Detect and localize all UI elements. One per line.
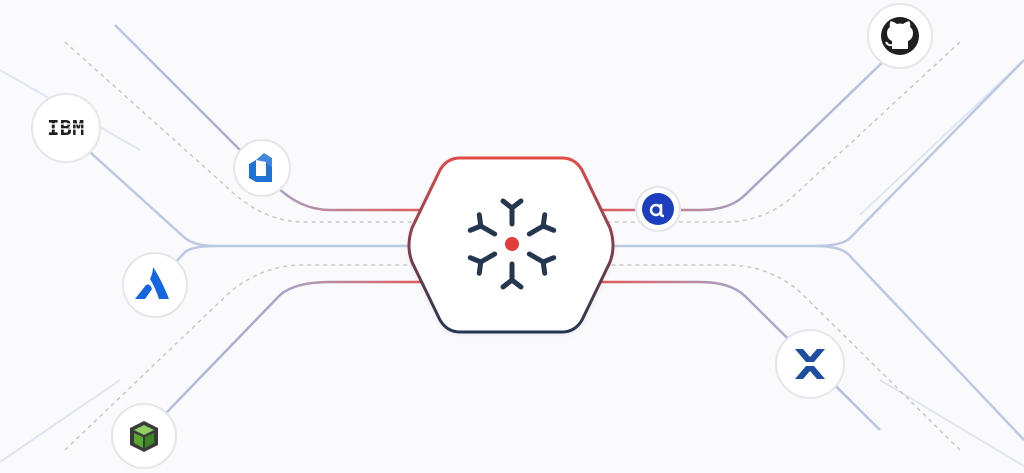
ibm-stripes bbox=[40, 123, 92, 130]
connector-main-right-down bbox=[814, 244, 1024, 441]
ibm-node[interactable]: IBM bbox=[31, 93, 101, 163]
alpha-icon bbox=[642, 193, 674, 225]
azure-devops-icon bbox=[249, 153, 272, 182]
connector-github bbox=[595, 54, 891, 212]
package-cube-icon bbox=[130, 421, 158, 452]
atlassian-icon bbox=[135, 267, 169, 299]
alpha-node[interactable] bbox=[635, 186, 681, 232]
right-connectors bbox=[595, 54, 1024, 441]
snowflake-hub-icon bbox=[467, 198, 557, 290]
package-node[interactable] bbox=[111, 403, 177, 469]
connector-x bbox=[595, 280, 881, 431]
github-node[interactable] bbox=[867, 3, 933, 69]
x-node[interactable] bbox=[775, 329, 845, 399]
azure-devops-node[interactable] bbox=[233, 139, 291, 197]
dashed-guides bbox=[64, 41, 961, 451]
github-icon bbox=[881, 17, 919, 55]
atlassian-node[interactable] bbox=[122, 252, 188, 318]
hub-center-dot bbox=[505, 237, 519, 251]
connector-package bbox=[139, 280, 430, 441]
x-cross-icon bbox=[795, 349, 825, 379]
ibm-logo: IBM bbox=[47, 116, 85, 140]
connector-atlassian bbox=[149, 244, 216, 291]
